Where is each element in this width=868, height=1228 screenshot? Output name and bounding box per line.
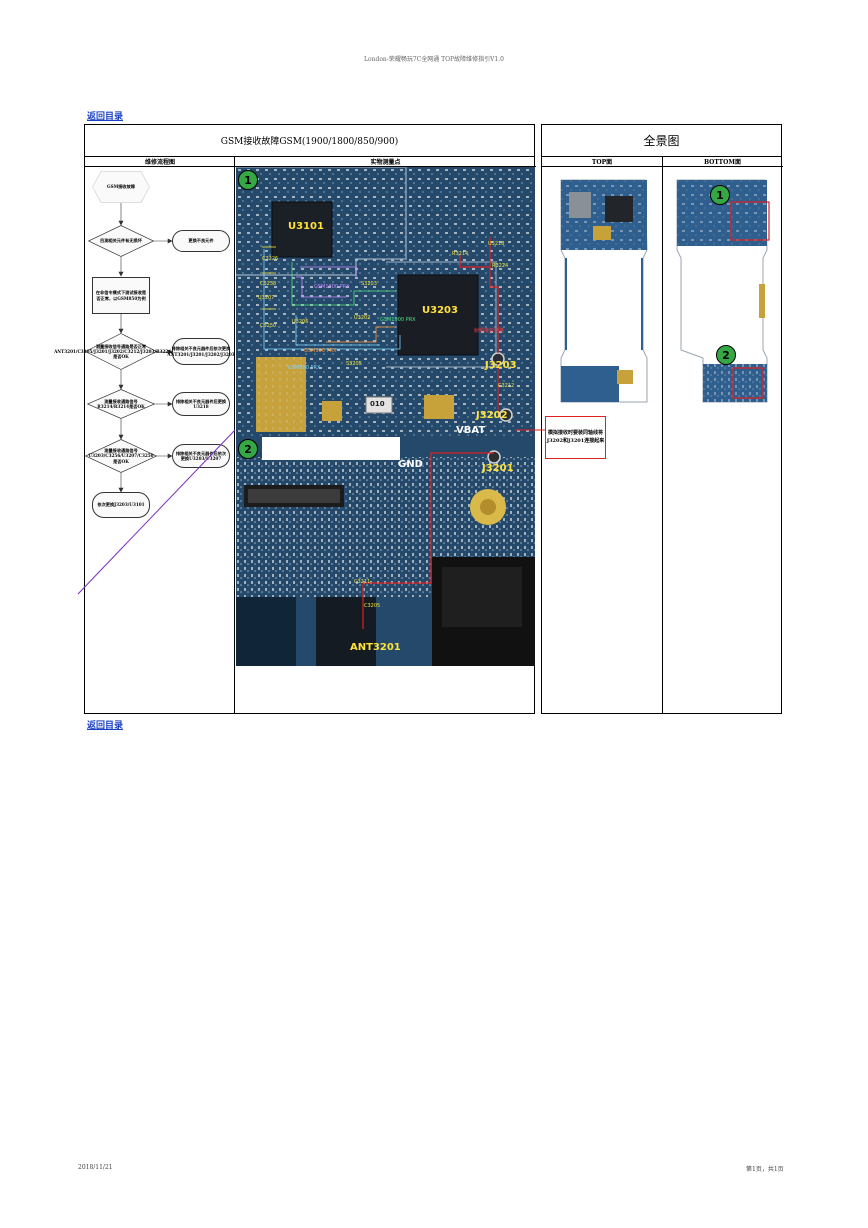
- repair-flowchart: GSM接收故障 目测相关元件有无损坏 更换不良元件 在非信令模式下测试接收是否正…: [54, 167, 235, 715]
- label-r3224: R3224: [492, 263, 509, 269]
- overview-title: 全景图: [542, 125, 781, 157]
- label-u3206: U3206: [292, 319, 309, 325]
- label-c3250: C3250: [260, 323, 277, 329]
- pcb-artwork: [236, 167, 535, 666]
- pcb-test-point-photo: 1 2 U3101 U3203 J3203 J3202 J3201 ANT320…: [236, 167, 535, 666]
- back-to-toc-link-top[interactable]: 返回目录: [87, 112, 124, 122]
- flow-action-replace-antenna: 排除相关不良元器件后依次更换ANT3201/J3201/J3202/J3203: [167, 338, 235, 365]
- overview-badge-1: 1: [710, 185, 730, 205]
- label-c3238: C3238: [260, 281, 277, 287]
- footer-date: 2018/11/21: [78, 1164, 113, 1171]
- label-c3211: C3211: [354, 579, 371, 585]
- footer-page-number: 第1页，共1页: [746, 1166, 784, 1173]
- test-area-badge-2: 2: [238, 439, 258, 459]
- repair-guide-panel: GSM接收故障GSM(1900/1800/850/900) 维修流程图 实物测量…: [54, 124, 536, 715]
- label-s3203: S3203: [361, 281, 377, 287]
- flowchart-column-header: 维修流程图: [85, 157, 235, 167]
- overview-column-divider: [662, 157, 663, 713]
- flow-end-node: 依次更换J3203/U3101: [92, 492, 150, 518]
- flow-decision-rx-path: 测量接收信号通路是否正常 ANT3201/C3205/J3201/J3202/C…: [54, 333, 188, 370]
- back-to-toc-link-bottom[interactable]: 返回目录: [87, 721, 124, 731]
- label-s3205: S3205: [346, 361, 362, 367]
- label-u3101: U3101: [288, 221, 324, 232]
- label-c3226: C3226: [262, 256, 279, 262]
- overview-badge-2: 2: [716, 345, 736, 365]
- flow-action-replace-part: 更换不良元件: [172, 230, 230, 252]
- label-u3202: U3202: [354, 315, 371, 321]
- label-u3218: U3218: [488, 241, 505, 247]
- label-r3214: R3214: [452, 251, 469, 257]
- bottom-side-header: BOTTOM面: [662, 157, 783, 167]
- label-gsm900-prx: GSM900 PRX: [304, 348, 337, 354]
- flow-start-node: GSM接收故障: [92, 171, 150, 203]
- coax-connection-note: 模拟接收时要装同轴线将J3202和J3201连接起来: [545, 416, 606, 459]
- label-010: 010: [370, 400, 385, 408]
- top-side-header: TOP面: [542, 157, 662, 167]
- label-gsm1900-prx: GSM1900 PRX: [380, 317, 416, 323]
- page-header: London-荣耀畅玩7C全网通 TOP故障维修指引V1.0: [364, 56, 504, 63]
- label-ant3201: ANT3201: [350, 642, 401, 653]
- test-area-badge-1: 1: [238, 170, 258, 190]
- test-points-column-header: 实物测量点: [235, 157, 536, 167]
- label-u3203: U3203: [422, 305, 458, 316]
- flow-action-replace-u3218: 排除相关不良元器件后更换U3218: [172, 392, 230, 416]
- label-j3202: J3202: [476, 410, 508, 421]
- top-side-board-image: [560, 179, 648, 403]
- label-j3203: J3203: [485, 360, 517, 371]
- label-c3212: C3212: [498, 383, 515, 389]
- label-j3201: J3201: [482, 463, 514, 474]
- overview-panel: 全景图 TOP面 BOTTOM面 1 2: [541, 124, 783, 714]
- flow-decision-r3214: 测量接收通路信号R3214/R3214是否OK: [87, 389, 155, 419]
- flow-action-replace-u3203: 排除相关不良元器件后依次更换U3203/U3207: [172, 444, 230, 468]
- label-rx-path-note: 射频接收通路: [474, 328, 505, 334]
- label-vbat: VBAT: [456, 425, 486, 436]
- label-gsm850-prx: GSM850 PRX: [288, 365, 321, 371]
- label-gsm1800-prx: GSM1800 PRX: [314, 284, 350, 290]
- flow-step-nonsignaling-test: 在非信令模式下测试接收是否正常，以GSM850为例: [92, 277, 150, 314]
- label-gnd: GND: [398, 459, 423, 470]
- flow-decision-u3203: 测量接收通路信号U3203/C3256/U3207/C3250是否OK: [85, 439, 157, 473]
- label-u3207: U3207: [258, 295, 275, 301]
- fault-title: GSM接收故障GSM(1900/1800/850/900): [85, 125, 534, 157]
- flow-decision-visual-check: 目测相关元件有无损坏: [88, 225, 154, 257]
- label-c3205: C3205: [364, 603, 381, 609]
- bottom-side-board-image: [676, 179, 770, 403]
